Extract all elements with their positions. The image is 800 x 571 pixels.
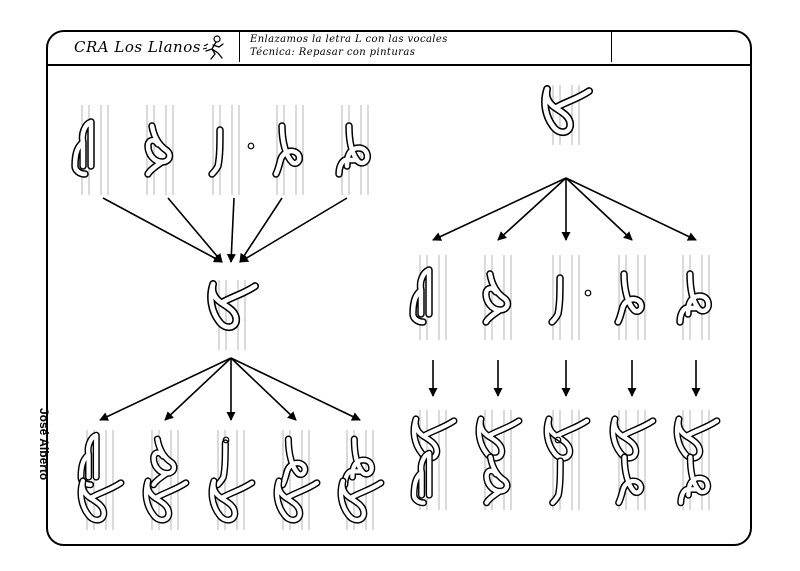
vowel-dots [222, 142, 592, 444]
i-dot [222, 436, 230, 444]
worksheet-header: CRA Los Llanos Enlazamos la letra L con … [48, 32, 750, 66]
cursive-letter-i [218, 443, 226, 485]
i-dot [584, 289, 592, 297]
cursive-letter-a [339, 126, 367, 174]
cursive-letter-i [553, 461, 561, 503]
arrow-icon [239, 197, 283, 263]
arrow-icon [230, 357, 297, 421]
arrow-icon [102, 197, 223, 263]
arrow-icon [99, 357, 232, 421]
arrow-icon [432, 177, 567, 241]
i-dot [554, 436, 562, 444]
arrow-icon [164, 357, 232, 421]
cursive-letter-u [81, 435, 96, 484]
author-name: José Alberto [37, 408, 51, 481]
cursive-letter-u [414, 453, 429, 502]
arrow-icon [167, 197, 223, 263]
running-figure-icon [202, 35, 224, 60]
cursive-letter-l [211, 284, 255, 327]
i-dot [247, 142, 255, 150]
arrows [99, 177, 701, 421]
arrow-icon [497, 177, 567, 241]
cursive-letter-a [680, 274, 708, 322]
cursive-letter-l [545, 89, 589, 132]
worksheet-frame: CRA Los Llanos Enlazamos la letra L con … [46, 30, 752, 546]
arrow-icon [565, 177, 633, 241]
cursive-letter-a [681, 457, 708, 503]
cursive-letter-a [345, 439, 372, 485]
arrow-icon [239, 197, 348, 263]
header-school-cell: CRA Los Llanos [48, 32, 240, 62]
school-name: CRA Los Llanos [74, 38, 201, 56]
arrow-icon [230, 357, 361, 421]
cursive-combo-ul [81, 435, 121, 520]
technique-text: Técnica: Repasar con pinturas [250, 47, 416, 58]
activity-title: Enlazamos la letra L con las vocales [250, 34, 448, 45]
cursive-letter-u [413, 270, 429, 322]
header-title-cell: Enlazamos la letra L con las vocales Téc… [240, 32, 612, 62]
cursive-combo-lu [414, 419, 454, 503]
cursive-letter-u [75, 122, 91, 174]
arrow-icon [226, 197, 236, 263]
arrow-icon [565, 177, 697, 241]
